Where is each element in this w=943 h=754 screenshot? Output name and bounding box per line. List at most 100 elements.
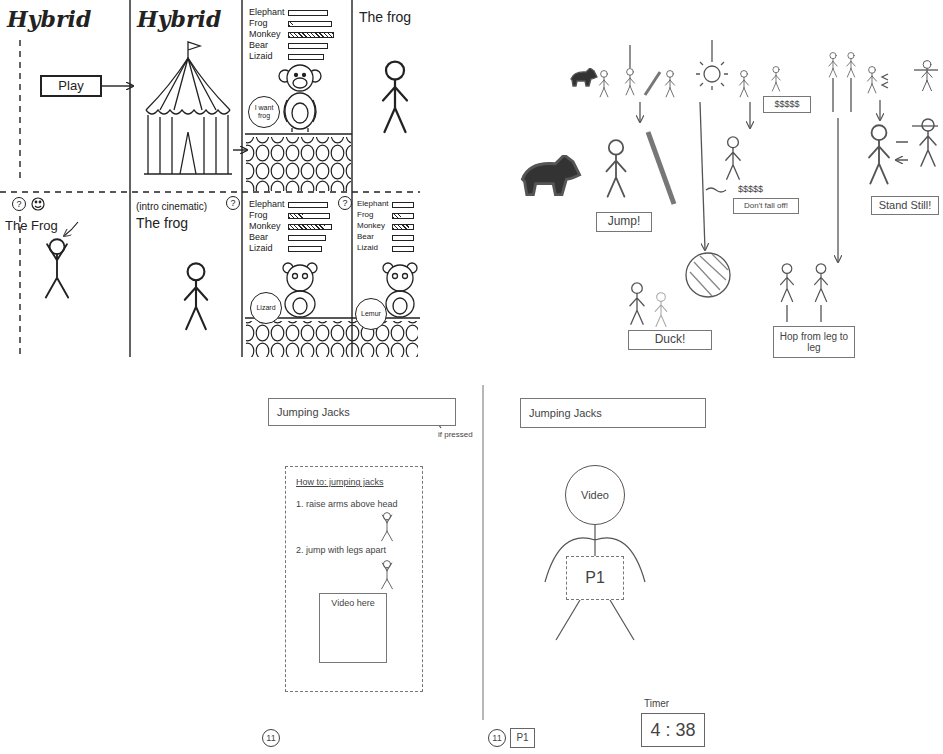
rating-fill	[289, 214, 303, 218]
rating-bar	[288, 224, 332, 230]
activity-sketches	[648, 132, 674, 204]
activity-sketches	[868, 67, 877, 93]
creature-character	[283, 263, 417, 317]
activity-sketches	[571, 68, 597, 86]
activity-sketches	[829, 53, 837, 77]
cell-text: The frog	[359, 9, 411, 25]
audience-crowd	[245, 134, 420, 318]
storyboard-grid	[0, 40, 420, 355]
rating-label: Lizaid	[357, 243, 378, 252]
rating-label: Lizaid	[249, 243, 273, 253]
activity-sketches	[696, 58, 728, 90]
rating-label: Bear	[249, 232, 268, 242]
box-text: Jumping Jacks	[529, 407, 602, 420]
rating-label: Monkey	[249, 221, 281, 231]
activity-sketches	[522, 155, 579, 195]
rating-fill	[289, 225, 325, 229]
creature-character	[393, 298, 407, 314]
rating-fill	[289, 33, 333, 37]
screen-header: Jumping Jacks	[520, 398, 706, 428]
rating-fill	[393, 225, 409, 229]
audience-crowd	[245, 134, 420, 357]
box-text: Lemur	[361, 310, 381, 318]
activity-sketches	[749, 102, 750, 128]
activity-sketches	[606, 140, 625, 196]
box-text: P1	[516, 732, 528, 744]
storyboard-grid	[130, 0, 352, 357]
activity-sketches	[704, 66, 720, 82]
callout-number: 11	[262, 729, 280, 747]
monkey-character	[285, 93, 315, 129]
stick-figure	[185, 263, 207, 329]
activity-sketches	[711, 40, 712, 58]
action-label: Jump!	[596, 212, 652, 232]
audience-crowd	[246, 321, 418, 357]
stick-figure	[46, 239, 68, 297]
action-label: Stand Still!	[871, 196, 939, 215]
timer-box: Timer4 : 38	[641, 713, 705, 747]
circus-tent	[144, 115, 232, 174]
rating-bar	[392, 213, 414, 219]
monkey-character	[295, 74, 298, 77]
player-tag: P1	[510, 728, 535, 748]
box-text: Lizard	[256, 304, 275, 312]
activity-sketches	[815, 264, 828, 302]
rating-label: Lizaid	[249, 51, 273, 61]
box-text: $$$$$	[774, 99, 799, 109]
monkey-character	[279, 65, 321, 132]
sketch-arrow	[35, 206, 41, 208]
activity-sketches	[837, 118, 838, 262]
monkey-character	[303, 74, 306, 77]
action-label: Don't fall off!	[733, 198, 799, 214]
box-text: P1	[585, 569, 605, 587]
activity-sketches	[639, 102, 640, 122]
app-screen-sketch	[482, 385, 483, 720]
player-tag: P1	[566, 556, 624, 600]
app-screen-sketch	[382, 561, 393, 589]
instructions-panel: How to: jumping jacks1. raise arms above…	[285, 466, 423, 692]
activity-sketches	[882, 74, 888, 88]
activity-sketches	[914, 69, 938, 70]
rating-label: Monkey	[357, 221, 385, 230]
storyboard-cell: (intro cinematic)The frog	[133, 195, 233, 355]
creature-character	[287, 265, 313, 291]
creature-character	[387, 265, 413, 291]
rating-label: Elephant	[357, 199, 389, 208]
activity-sketches	[655, 293, 667, 327]
cell-text: (intro cinematic)	[136, 201, 207, 213]
activity-sketches	[666, 71, 675, 97]
activity-sketches	[700, 102, 705, 250]
rating-label: Monkey	[249, 29, 281, 39]
rating-bar	[288, 213, 330, 219]
creature-character	[403, 274, 408, 279]
activity-sketches	[879, 100, 880, 120]
box-text: Duck!	[655, 333, 686, 347]
activity-sketches	[726, 137, 740, 179]
rating-bar	[288, 10, 328, 16]
box-text: Don't fall off!	[744, 201, 788, 210]
creature-character	[386, 291, 414, 317]
rating-bar	[392, 224, 414, 230]
circus-tent	[146, 110, 230, 114]
monkey-character	[287, 65, 313, 91]
rating-fill	[289, 22, 293, 26]
rating-label: Frog	[357, 210, 373, 219]
storyboard-cell: Hybrid	[133, 3, 233, 189]
activity-sketches	[847, 53, 855, 77]
rating-fill	[393, 214, 401, 218]
storyboard-cell: ElephantFrogMonkeyBearLizaidLemur	[355, 195, 417, 355]
activity-sketches	[629, 45, 630, 68]
speech-bubble: Lemur	[355, 298, 387, 330]
creature-character	[293, 274, 298, 279]
rating-bar	[392, 202, 414, 208]
monkey-character	[293, 78, 307, 88]
instruction-text: 1. raise arms above head	[296, 499, 398, 509]
activity-sketches	[833, 78, 851, 112]
rating-bar	[392, 235, 414, 241]
monkey-character	[292, 103, 308, 123]
flow-arrow	[102, 85, 133, 86]
sketch-arrow	[35, 201, 37, 203]
activity-sketches	[787, 305, 821, 322]
speech-bubble: I want frog	[248, 96, 280, 128]
